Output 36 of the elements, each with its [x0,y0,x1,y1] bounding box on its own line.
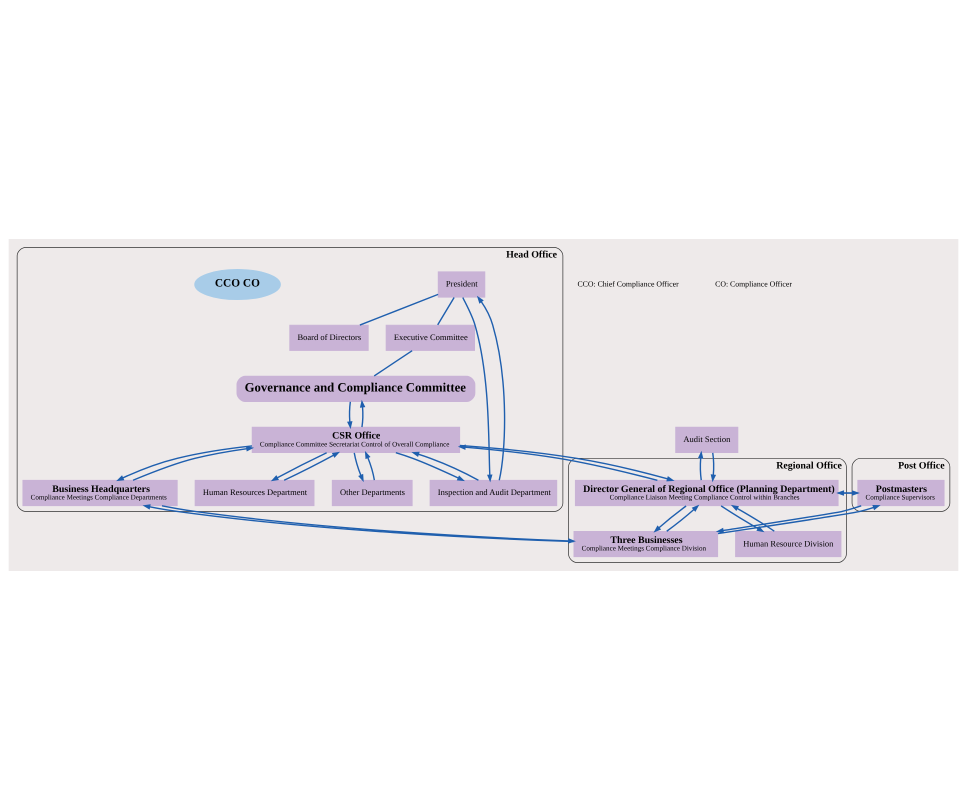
label: CCO: Chief Compliance Officer [577,280,679,288]
node-box: Other Departments [332,480,413,506]
arrow [354,452,364,482]
node-box: Audit Section [675,426,738,453]
connector [437,297,455,326]
node-box: Human Resource Division [735,530,842,558]
node-box: President [438,271,486,298]
node-box: Governance and Compliance Committee [236,376,476,402]
arrow [710,452,716,482]
arrow [476,296,506,480]
node-box: Board of Directors [289,324,369,351]
arrow [666,504,700,532]
arrow [462,297,492,482]
arrow [360,400,366,428]
arrow [718,505,881,534]
arrow [116,445,252,482]
arrow [720,505,765,532]
node-box: Human Resources Department [194,480,314,506]
arrow [364,450,376,480]
arrow [654,505,687,533]
label: CO: Compliance Officer [715,280,792,288]
arrow [698,450,704,480]
arrow [132,446,254,481]
connector [360,294,438,326]
arrow [730,504,775,532]
arrow [411,452,479,481]
arrow [270,452,327,482]
connector [374,350,413,377]
arrow [396,452,465,482]
node-box: Executive Committee [386,324,475,351]
arrow [836,490,858,496]
arrow [716,505,862,534]
node-box: Inspection and Audit Department [430,480,558,506]
node-ellipse: CCO CO [194,268,281,300]
arrow [347,402,352,430]
arrow [284,452,340,481]
